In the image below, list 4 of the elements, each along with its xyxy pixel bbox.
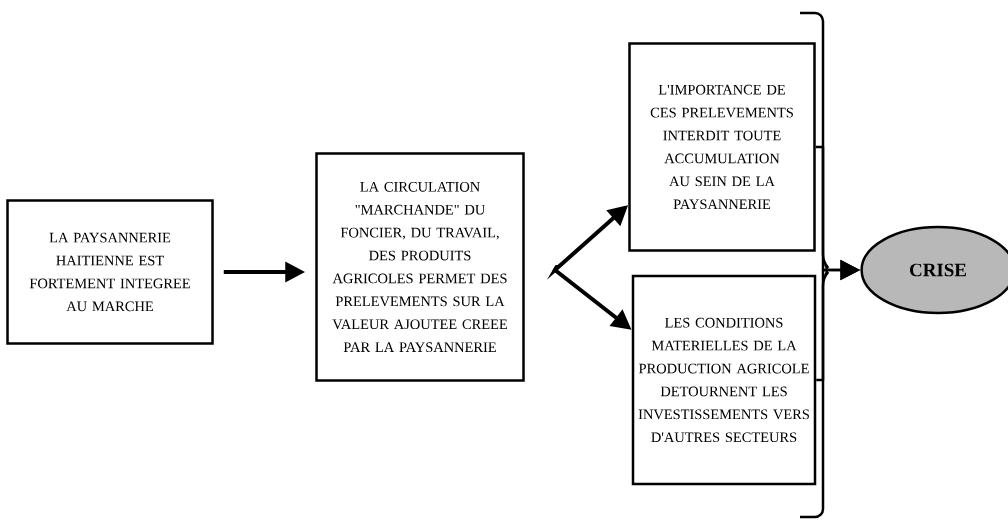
process-box: L'IMPORTANCE DE CES PRELEVEMENTS INTERDIT TOUTE ACCUMULATION AU SEIN DE LA PAYSANNERIE — [628, 42, 816, 252]
process-box: LA CIRCULATION "MARCHANDE" DU FONCIER, DU TRAVAIL, DES PRODUITS AGRICOLES PERMET DES PRELEVEMENTS SUR LA VALEUR AJOUTEE CREEE PAR LA PAYSANNERIE — [315, 152, 525, 382]
process-box: LES CONDITIONS MATERIELLES DE LA PRODUCTION AGRICOLE DETOURNENT LES INVESTISSEMENTS VERS D'AUTRES SECTEURS — [631, 274, 817, 486]
process-box: LA PAYSANNERIE HAITIENNE EST FORTEMENT INTEGREE AU MARCHE — [6, 199, 214, 345]
